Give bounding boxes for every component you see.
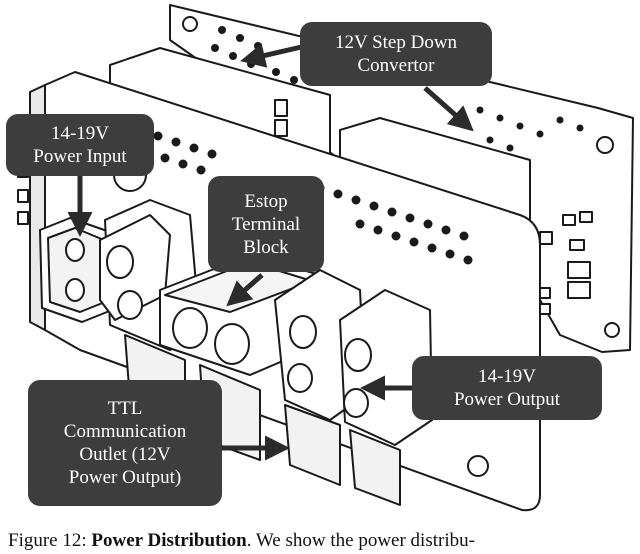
callout-line: TTL: [107, 398, 143, 419]
callout-power-input: 14-19V Power Input: [6, 114, 154, 176]
callout-arrows: [67, 42, 474, 461]
callout-line: 14-19V: [477, 366, 537, 387]
connector-housing: [339, 289, 433, 506]
callout-line: Communication: [63, 421, 187, 442]
callout-line: Power Output): [68, 467, 182, 488]
callout-line: Power Input: [33, 146, 127, 167]
callout-line: Terminal: [231, 213, 301, 235]
callout-estop-terminal-block: Estop Terminal Block: [208, 176, 324, 272]
caption-title: Power Distribution: [91, 530, 247, 551]
callout-ttl-outlet: TTL Communication Outlet (12V Power Outp…: [28, 380, 222, 506]
caption-prefix: Figure 12:: [8, 530, 92, 551]
callout-power-output: 14-19V Power Output: [412, 356, 602, 420]
callout-step-down-converter: 12V Step Down Convertor: [300, 22, 492, 86]
figure-caption: Figure 12: Power Distribution. We show t…: [8, 530, 640, 552]
callout-line: 14-19V: [50, 123, 110, 144]
callout-line: Power Output: [453, 389, 561, 410]
callout-line: Block: [243, 236, 289, 258]
caption-text: . We show the power distribu-: [246, 530, 475, 551]
connector-housing: [274, 269, 366, 486]
callout-line: Estop: [244, 190, 288, 212]
callout-line: Convertor: [357, 55, 435, 76]
callout-line: 12V Step Down: [334, 32, 458, 53]
callout-line: Outlet (12V: [79, 444, 171, 465]
power-distribution-drawing: [17, 4, 634, 512]
